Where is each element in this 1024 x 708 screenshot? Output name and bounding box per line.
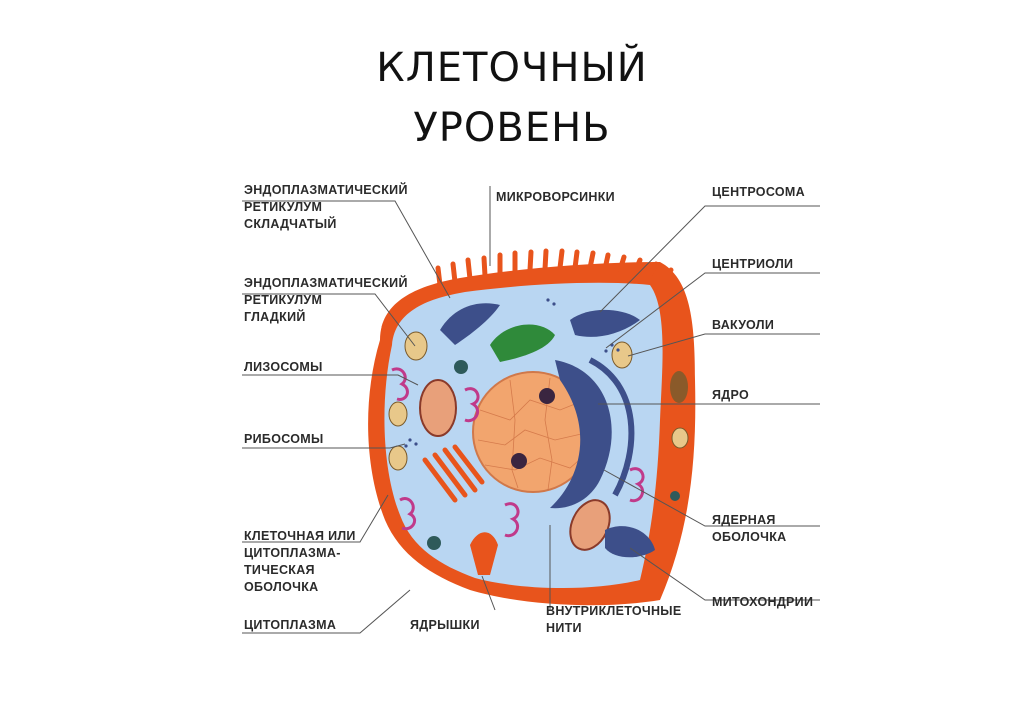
vacuole-1 <box>405 332 427 360</box>
lysosome-dark-2 <box>427 536 441 550</box>
vacuole-4 <box>672 428 688 448</box>
label-membrane: КЛЕТОЧНАЯ ИЛИ ЦИТОПЛАЗМА- ТИЧЕСКАЯ ОБОЛО… <box>244 528 356 596</box>
label-er-smooth: ЭНДОПЛАЗМАТИЧЕСКИЙ РЕТИКУЛУМ ГЛАДКИЙ <box>244 275 408 326</box>
vacuole-5 <box>389 402 407 426</box>
vacuole-6 <box>389 446 407 470</box>
label-nucleoli: ЯДРЫШКИ <box>410 617 480 634</box>
label-mitochondria: МИТОХОНДРИИ <box>712 594 813 611</box>
label-vacuoles: ВАКУОЛИ <box>712 317 774 334</box>
label-nuclear-envelope: ЯДЕРНАЯ ОБОЛОЧКА <box>712 512 786 546</box>
label-ribosomes: РИБОСОМЫ <box>244 431 324 448</box>
label-er-rough: ЭНДОПЛАЗМАТИЧЕСКИЙ РЕТИКУЛУМ СКЛАДЧАТЫЙ <box>244 182 408 233</box>
lysosome-dark-3 <box>670 491 680 501</box>
label-nucleus: ЯДРО <box>712 387 749 404</box>
nucleolus-2 <box>511 453 527 469</box>
mitochondrion-1 <box>420 380 456 436</box>
label-microvilli: МИКРОВОРСИНКИ <box>496 189 615 206</box>
lysosome-dark-1 <box>454 360 468 374</box>
label-cytoplasm: ЦИТОПЛАЗМА <box>244 617 336 634</box>
label-filaments: ВНУТРИКЛЕТОЧНЫЕ НИТИ <box>546 603 681 637</box>
label-centrioles: ЦЕНТРИОЛИ <box>712 256 793 273</box>
vacuole-2 <box>612 342 632 368</box>
nucleolus-1 <box>539 388 555 404</box>
label-centrosome: ЦЕНТРОСОМА <box>712 184 805 201</box>
vacuole-3 <box>670 371 688 403</box>
label-lysosomes: ЛИЗОСОМЫ <box>244 359 323 376</box>
